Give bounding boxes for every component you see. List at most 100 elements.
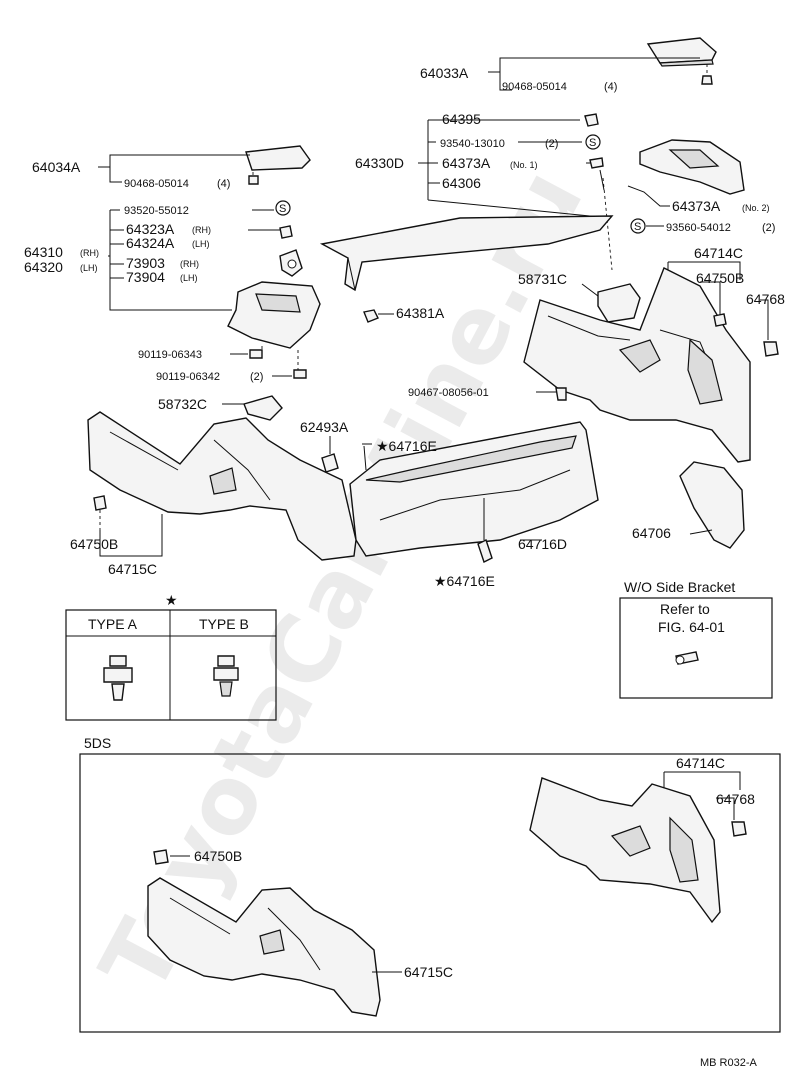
- svg-text:S: S: [279, 203, 286, 215]
- label-93560-qty: (2): [762, 222, 775, 234]
- label-64768: 64768: [746, 291, 785, 307]
- label-90119-06342: 90119-06342: [156, 371, 220, 383]
- speaker-box-left: [227, 281, 321, 349]
- cover-64033A: [646, 37, 717, 67]
- label-64715C: 64715C: [108, 561, 157, 577]
- label-73903-note: (RH): [180, 259, 199, 269]
- label-73904-note: (LH): [180, 273, 198, 283]
- label-64716E-bot: ★64716E: [434, 573, 495, 589]
- label-64373A-note: (No. 1): [510, 160, 538, 170]
- screw-s2-icon: S: [630, 218, 646, 234]
- quarter-trim-right: [523, 267, 751, 463]
- screw-s3-icon: S: [275, 200, 291, 216]
- label-64033A: 64033A: [420, 65, 469, 81]
- svg-text:S: S: [589, 137, 596, 149]
- label-73904: 73904: [126, 269, 165, 285]
- clip-64768-right: [763, 341, 779, 357]
- type-table-star: ★: [165, 592, 178, 608]
- side-bracket-line2: FIG. 64-01: [658, 619, 725, 635]
- speaker-box-right: [639, 139, 745, 195]
- label-90468-b: 90468-05014: [124, 178, 189, 190]
- cover-64706: [679, 461, 745, 549]
- label-64716E-top: ★64716E: [376, 438, 437, 454]
- clip-90468-left: [248, 175, 259, 185]
- label-90467: 90467-08056-01: [408, 387, 489, 399]
- screw-s-icon: S: [585, 134, 601, 150]
- label-58731C: 58731C: [518, 271, 567, 287]
- label-64706: 64706: [632, 525, 671, 541]
- label-93560: 93560-54012: [666, 222, 731, 234]
- 5ds-quarter-trim-right: [529, 777, 721, 924]
- clip-64373A-no1: [589, 157, 604, 169]
- label-64323A-note: (RH): [192, 225, 211, 235]
- 5ds-label-64768: 64768: [716, 791, 755, 807]
- hook-64395: [584, 113, 599, 127]
- type-b-label: TYPE B: [199, 616, 249, 632]
- label-64320: 64320: [24, 259, 63, 275]
- label-64373A-2: 64373A: [672, 198, 721, 214]
- figure-code: MB R032-A: [700, 1057, 758, 1069]
- side-bracket-note: W/O Side Bracket Refer to FIG. 64-01: [619, 579, 773, 699]
- clip-90468-top: [701, 75, 713, 85]
- clip-type-b-icon: [213, 655, 239, 697]
- label-90119-06343: 90119-06343: [138, 349, 202, 361]
- label-64320-note: (LH): [80, 263, 98, 273]
- label-64395: 64395: [442, 111, 481, 127]
- 5ds-label-64715C: 64715C: [404, 964, 453, 980]
- 5ds-label-64750B: 64750B: [194, 848, 242, 864]
- label-62493A: 62493A: [300, 419, 349, 435]
- label-64373A: 64373A: [442, 155, 491, 171]
- quarter-trim-left: [87, 411, 357, 561]
- clip-64381A: [363, 309, 379, 323]
- label-90468-b-qty: (4): [217, 178, 230, 190]
- variant-5ds-title: 5DS: [84, 735, 111, 751]
- type-table: ★ TYPE A TYPE B: [65, 592, 277, 721]
- label-64324A-note: (LH): [192, 239, 210, 249]
- label-64310-note: (RH): [80, 248, 99, 258]
- trunk-trim-panel: [349, 421, 599, 557]
- bolt-icon: [675, 651, 699, 665]
- label-64750B-l: 64750B: [70, 536, 118, 552]
- label-90468-a-qty: (4): [604, 81, 617, 93]
- 5ds-clip-64768: [731, 821, 747, 837]
- label-90119-06342-qty: (2): [250, 371, 263, 383]
- 5ds-quarter-trim-left: [147, 877, 381, 1017]
- label-64750B-r: 64750B: [696, 270, 744, 286]
- 5ds-label-64714C: 64714C: [676, 755, 725, 771]
- label-64330D: 64330D: [355, 155, 404, 171]
- clip-64750B-left: [93, 495, 107, 511]
- label-58732C: 58732C: [158, 396, 207, 412]
- type-a-label: TYPE A: [88, 616, 138, 632]
- label-64323A: 64323A: [126, 221, 175, 237]
- clip-64750B-right: [713, 313, 727, 327]
- label-93520: 93520-55012: [124, 205, 189, 217]
- label-64306: 64306: [442, 175, 481, 191]
- svg-text:S: S: [634, 221, 641, 233]
- label-93540: 93540-13010: [440, 138, 505, 150]
- nut-64323A: [279, 225, 293, 239]
- clip-62493A: [321, 453, 339, 473]
- cover-58731C: [597, 283, 641, 323]
- bracket-73903: [279, 249, 303, 277]
- screw-90119-06343: [249, 349, 263, 359]
- screw-90119-06342: [293, 369, 307, 379]
- label-64373A-2-note: (No. 2): [742, 203, 770, 213]
- label-64716D: 64716D: [518, 536, 567, 552]
- cover-64034A: [245, 145, 311, 171]
- screw-90467: [555, 387, 567, 401]
- pin-64716E-bottom: [477, 539, 493, 563]
- label-64714C: 64714C: [694, 245, 743, 261]
- label-64381A: 64381A: [396, 305, 445, 321]
- variant-5ds: 5DS 64714C 64768 64750B 64715C: [79, 735, 781, 1033]
- side-bracket-line1: Refer to: [660, 601, 710, 617]
- label-64310: 64310: [24, 244, 63, 260]
- 5ds-clip-64750B: [153, 849, 169, 865]
- label-93540-qty: (2): [545, 138, 558, 150]
- cover-58732C: [243, 395, 283, 421]
- package-tray-board: [319, 215, 614, 292]
- label-64324A: 64324A: [126, 235, 175, 251]
- side-bracket-title: W/O Side Bracket: [624, 579, 735, 595]
- clip-type-a-icon: [103, 655, 133, 701]
